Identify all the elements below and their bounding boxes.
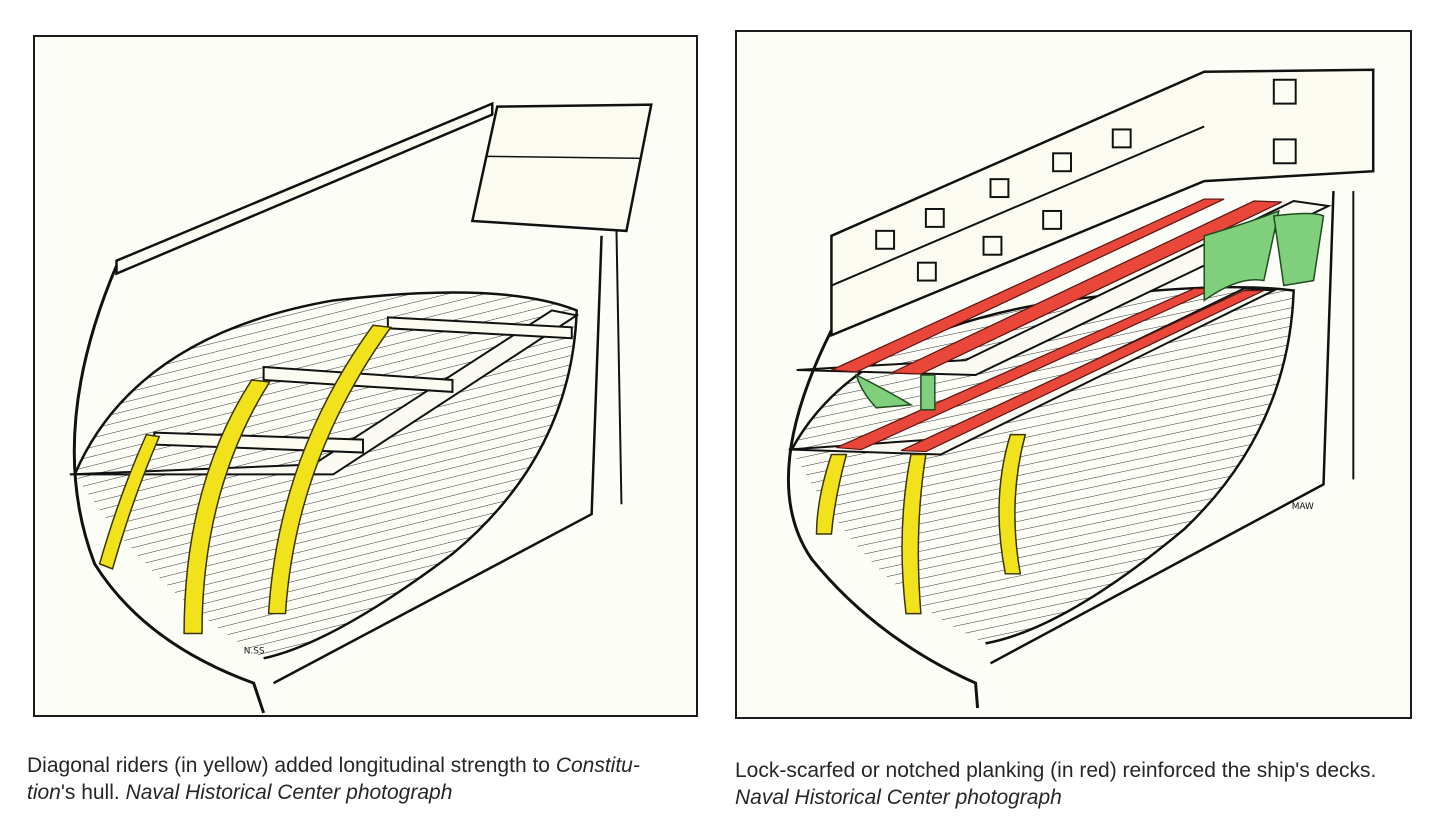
outer-hull-line (72, 265, 266, 714)
gunports (875, 78, 1297, 282)
diagonal-riders (815, 433, 1027, 615)
caption-diagonal-riders: Diagonal riders (in yellow) added longit… (27, 752, 707, 806)
notched-planking-illustration: MAW (735, 30, 1412, 719)
hanging-knees (855, 209, 1325, 411)
outer-hull-line (786, 329, 980, 709)
stern-post (989, 191, 1335, 665)
draftsman-mark: N.SS (244, 646, 265, 656)
ship-name-cont: tion (27, 781, 61, 804)
photo-credit: Naval Historical Center photograph (125, 781, 453, 804)
hull-cutaway-drawing-right: MAW (786, 68, 1375, 709)
deck-beam (386, 316, 573, 340)
draftsman-mark: MAW (1292, 502, 1314, 512)
stern-board (470, 103, 653, 233)
upper-rail (115, 101, 494, 276)
deck-plane (69, 309, 580, 476)
deck-beam (262, 365, 454, 393)
gunport-bulwark (830, 68, 1375, 338)
diagonal-riders-illustration: N.SS (33, 35, 698, 717)
caption-text-cont: 's hull. (60, 781, 126, 804)
caption-notched-planking: Lock-scarfed or notched planking (in red… (735, 757, 1415, 811)
stern-post (272, 235, 603, 685)
caption-text: Diagonal riders (in yellow) added longit… (27, 754, 556, 777)
caption-text: Lock-scarfed or notched planking (in red… (735, 759, 1377, 782)
ship-name: Constitu- (555, 754, 640, 777)
photo-credit: Naval Historical Center photograph (735, 786, 1062, 809)
hull-cutaway-drawing-left: N.SS (69, 101, 653, 714)
diagonal-riders (98, 324, 393, 635)
